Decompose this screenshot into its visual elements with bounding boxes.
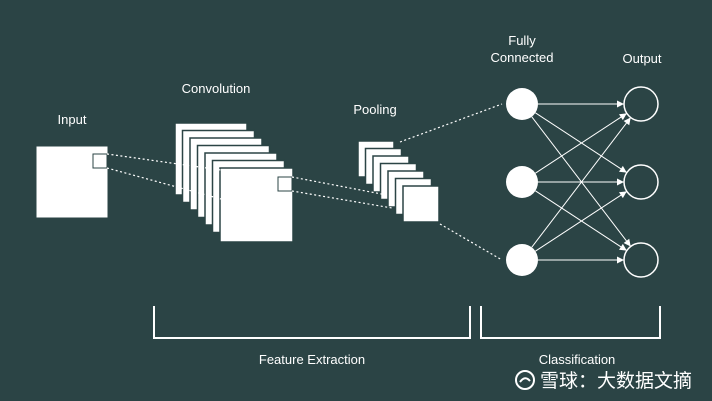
input-label: Input bbox=[57, 112, 87, 127]
fc-edge-arrowhead bbox=[619, 191, 627, 199]
fc-edges bbox=[531, 100, 632, 264]
output-node bbox=[623, 242, 659, 278]
fc-edge-arrowhead bbox=[617, 178, 624, 186]
input-to-conv-line-top bbox=[106, 153, 222, 171]
fc-edge-arrowhead bbox=[619, 243, 627, 251]
input-receptive-field bbox=[92, 153, 108, 169]
fully-connected-label-line1: Fully bbox=[508, 33, 536, 48]
feature-extraction-bracket bbox=[153, 306, 471, 339]
fc-node bbox=[506, 166, 538, 198]
fc-edge-arrowhead bbox=[617, 100, 624, 108]
output-nodes bbox=[623, 86, 659, 278]
fully-connected-label: Fully Connected bbox=[482, 32, 562, 66]
conv-to-pool-line-bottom bbox=[291, 190, 393, 209]
fc-edge-arrowhead bbox=[617, 256, 624, 264]
watermark-text: 雪球：大数据文摘 bbox=[539, 371, 692, 392]
fc-edge bbox=[535, 112, 628, 174]
pooling-feature-maps bbox=[357, 140, 440, 223]
output-label: Output bbox=[622, 51, 662, 66]
conv-receptive-field bbox=[277, 176, 293, 192]
fully-connected-nodes bbox=[506, 88, 538, 276]
fc-node bbox=[506, 244, 538, 276]
convolution-feature-maps bbox=[174, 122, 294, 243]
output-node bbox=[623, 164, 659, 200]
output-node bbox=[623, 86, 659, 122]
pool-to-fc-line-bottom bbox=[439, 223, 503, 261]
projection-lines bbox=[106, 103, 503, 261]
fc-node bbox=[506, 88, 538, 120]
fully-connected-label-line2: Connected bbox=[490, 50, 554, 65]
convolution-label: Convolution bbox=[181, 81, 251, 96]
feature-extraction-label: Feature Extraction bbox=[258, 352, 366, 367]
fc-edge-arrowhead bbox=[619, 113, 627, 121]
fc-edge-arrowhead bbox=[623, 238, 631, 247]
fc-edge bbox=[531, 117, 632, 248]
classification-label: Classification bbox=[538, 352, 616, 367]
watermark: 雪球：大数据文摘 bbox=[514, 366, 692, 393]
snowball-logo-icon bbox=[514, 369, 535, 390]
pooling-label: Pooling bbox=[353, 102, 397, 117]
fc-edge-arrowhead bbox=[623, 117, 631, 126]
fc-edge-arrowhead bbox=[619, 165, 627, 173]
fc-edge bbox=[535, 190, 628, 252]
classification-bracket bbox=[480, 306, 661, 339]
pool-feature-map bbox=[402, 185, 440, 223]
input-to-conv-line-bottom bbox=[106, 167, 222, 200]
pool-to-fc-line-top bbox=[399, 103, 503, 143]
conv-to-pool-line-top bbox=[291, 176, 393, 197]
